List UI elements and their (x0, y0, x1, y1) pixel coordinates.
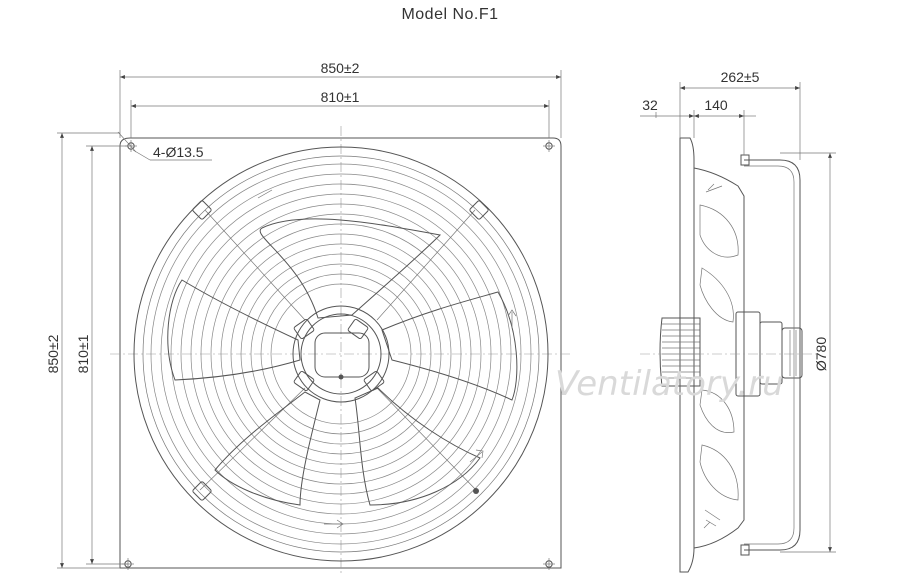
dim-hole-spacing-height: 810±1 (75, 334, 91, 373)
mounting-plate (119, 137, 562, 569)
guard-clips (192, 200, 489, 501)
dim-overall-height: 850±2 (45, 334, 61, 373)
dim-frame-offset: 32 (642, 97, 658, 113)
dim-hole-spacing-width: 810±1 (321, 89, 360, 105)
fan-guard (150, 163, 532, 545)
front-view: 850±2 810±1 850±2 810±1 4-Ø13.5 (45, 60, 572, 576)
dim-motor-depth: 140 (704, 97, 728, 113)
side-view: 262±5 32 140 Ø780 (640, 69, 836, 573)
dim-overall-width: 850±2 (321, 60, 360, 76)
label-mounting-holes: 4-Ø13.5 (153, 144, 204, 160)
venturi-ring (133, 146, 549, 562)
motor-hub (292, 305, 390, 403)
dim-guard-diameter: Ø780 (813, 337, 829, 371)
model-title: Model No.F1 (401, 6, 499, 23)
impeller-blades (167, 189, 518, 529)
guard-side (744, 159, 801, 551)
frame-side (679, 137, 695, 573)
dim-overall-depth: 262±5 (721, 69, 760, 85)
watermark: Ventilatory.ru (555, 364, 784, 404)
mounting-holes (122, 140, 555, 570)
